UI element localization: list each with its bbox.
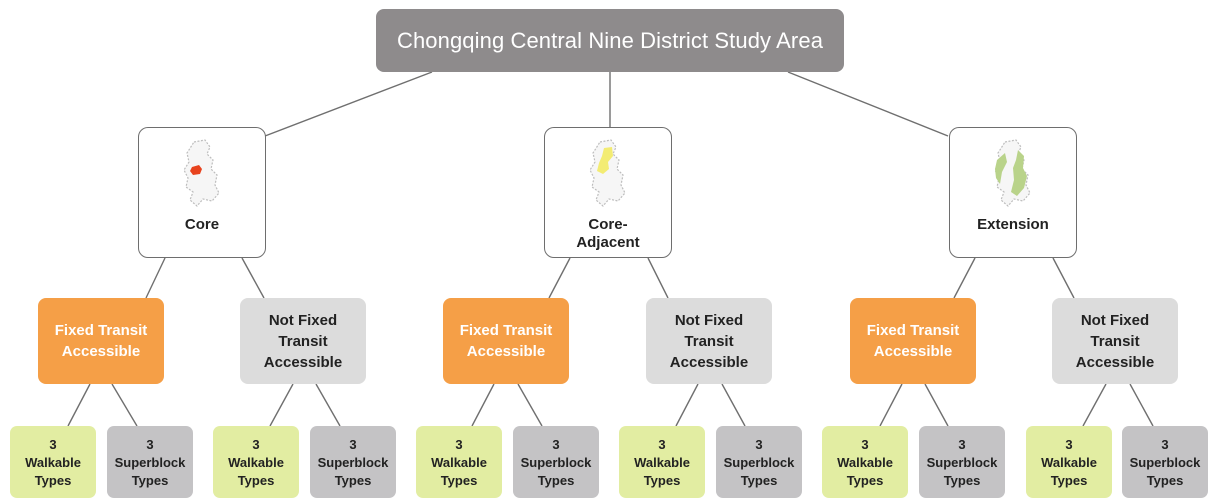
zone-core: Core: [138, 127, 266, 258]
zone-core-adjacent: Core- Adjacent: [544, 127, 672, 258]
root-title: Chongqing Central Nine District Study Ar…: [396, 27, 824, 53]
zone-label: Core- Adjacent: [576, 216, 640, 251]
root-node: Chongqing Central Nine District Study Ar…: [376, 9, 844, 72]
district-map-icon: [994, 139, 1031, 207]
zone-extension: Extension: [949, 127, 1077, 258]
district-map-icon: [183, 139, 220, 207]
zone-label: Extension: [977, 216, 1049, 233]
zone-label: Core: [184, 216, 220, 233]
district-map-icon: [589, 139, 626, 207]
